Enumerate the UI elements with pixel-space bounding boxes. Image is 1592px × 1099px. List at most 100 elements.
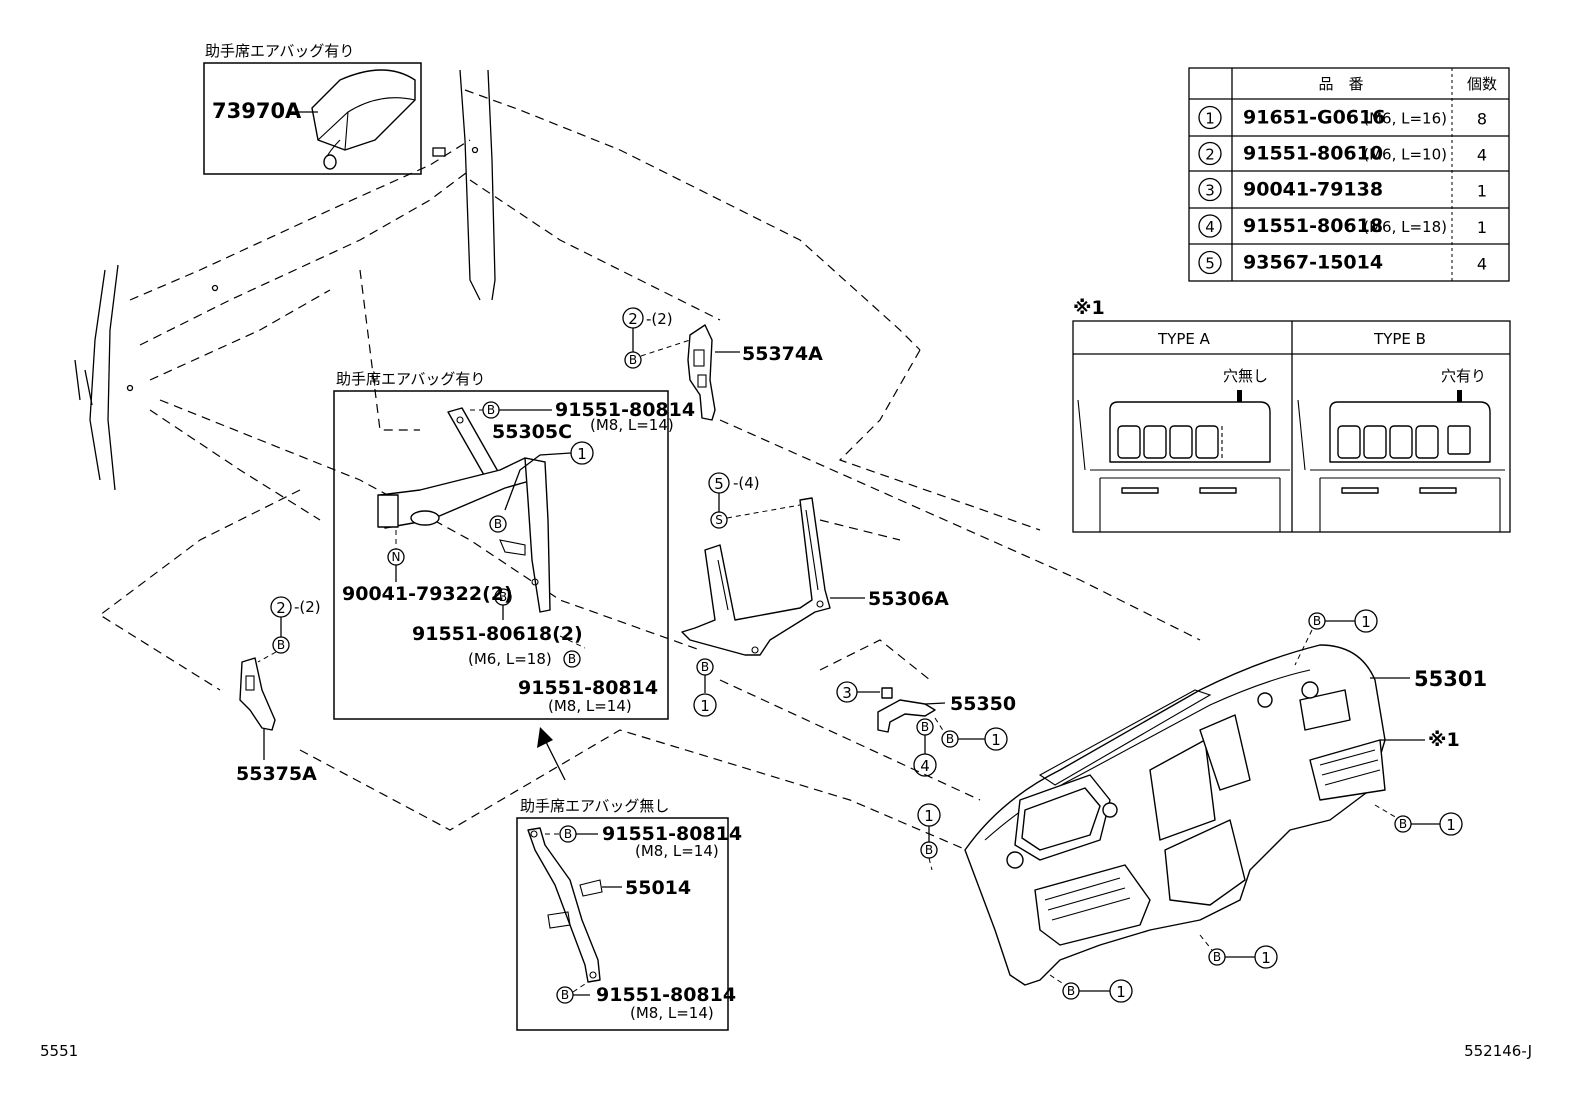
marker-b-55375A: B [272,636,290,654]
svg-text:B: B [1067,984,1075,998]
marker-1-55301-bottom: 1 [1254,945,1278,969]
svg-text:B: B [564,827,572,841]
body-frame-outline [74,69,1201,861]
type-a-heading: TYPE A [1157,330,1211,348]
callout4-part: 91551-80814 [518,677,658,699]
marker-1-55306A: 1 [693,693,717,717]
marker-b-55305C-bottom: B [563,650,581,668]
qty-55374A: -(2) [646,310,673,328]
reinforcement-55305C-drawing [377,407,551,613]
reinforcement-55014-drawing [527,827,603,983]
fastener-qty: 4 [1477,146,1487,165]
svg-text:B: B [629,353,637,367]
bracket-55350-drawing [877,687,936,733]
fastener-qty: 1 [1477,182,1487,201]
callout6-part: 91551-80814 [596,984,736,1006]
fastener-number-circle [1198,141,1222,166]
svg-text:B: B [946,732,954,746]
reinforcement-55305C-box [333,390,669,720]
airbag-with-heading: 助手席エアバッグ有り [205,42,354,60]
fastener-spec: (M6, L=16) [1363,110,1447,128]
fastener-number: 3 [1205,182,1215,200]
table-header-qty: 個数 [1467,75,1497,93]
fastener-spec: (M6, L=18) [1363,218,1447,236]
part-55305C: 55305C [492,421,572,443]
callout1-spec: (M8, L=14) [590,416,674,434]
qty-55375A: -(2) [294,598,321,616]
fastener-row: 5 93567-15014 4 [1198,250,1487,275]
reinforcement-55014-box [516,817,729,1031]
svg-text:1: 1 [991,731,1001,749]
fastener-number-circle [1198,214,1222,238]
svg-text:2: 2 [628,310,638,328]
callout1-part: 91551-80814 [555,399,695,421]
fastener-part-number: 91651-G0616 [1243,107,1385,129]
svg-text:3: 3 [842,684,852,702]
svg-text:N: N [392,550,401,564]
svg-text:1: 1 [700,697,710,715]
marker-2-55375A: 2 [270,596,292,618]
fastener-qty: 4 [1477,255,1487,274]
callout6-spec: (M8, L=14) [630,1004,714,1022]
svg-text:B: B [499,590,507,604]
page-code-left: 5551 [40,1042,78,1060]
part-73970A: 73970A [212,99,302,123]
airbag-module-drawing [311,69,416,170]
marker-b-55350-b: B [941,730,959,748]
callout4-spec: (M8, L=14) [548,697,632,715]
airbag-module-box [203,62,422,175]
svg-text:B: B [1213,950,1221,964]
marker-b-55301-bottom: B [1208,948,1226,966]
marker-b-55306A: B [696,658,714,676]
marker-1-55301-bottom-left: 1 [1109,979,1133,1003]
marker-1-55350: 1 [984,727,1008,751]
fastener-number-circle [1198,250,1222,275]
table-header-part-no: 品 番 [1318,75,1363,93]
svg-text:B: B [701,660,709,674]
fastener-number: 1 [1205,110,1215,128]
marker-b-55301-right: B [1394,815,1412,833]
svg-text:1: 1 [1361,613,1371,631]
callout5-part: 91551-80814 [602,823,742,845]
fastener-spec: (M6, L=10) [1363,146,1447,164]
svg-text:B: B [561,988,569,1002]
part-55375A: 55375A [236,763,317,785]
svg-text:B: B [568,652,576,666]
marker-b-55014-top: B [559,825,577,843]
part-55306A: 55306A [868,588,949,610]
marker-b-55350-a: B [916,718,934,736]
type-table-ref-mark: ※1 [1073,297,1105,319]
part-55350: 55350 [950,693,1016,715]
airbag-with-heading-2: 助手席エアバッグ有り [336,370,485,388]
fastener-part-number: 93567-15014 [1243,252,1383,274]
callout3-part: 91551-80618(2) [412,623,583,645]
instrument-panel-55301-drawing [964,644,1386,986]
marker-3-55350: 3 [836,681,858,703]
fastener-qty: 1 [1477,218,1487,237]
fastener-part-number: 90041-79138 [1243,179,1383,201]
marker-b-55014-bottom: B [556,986,574,1004]
svg-text:1: 1 [924,807,934,825]
fastener-part-number: 91551-80618 [1243,215,1383,237]
qty-55306A: -(4) [733,474,760,492]
marker-s-55306A: S [710,511,728,529]
fastener-number-circle [1198,177,1222,202]
svg-text:1: 1 [1446,816,1456,834]
marker-b-55305C-top: B [482,401,500,419]
marker-b-55305C-mid: B [489,515,507,533]
part-55014: 55014 [625,877,691,899]
svg-text:S: S [715,513,723,527]
type-b-heading: TYPE B [1373,330,1426,348]
fastener-number-circle [1198,105,1222,130]
marker-b-55301-bottom-left: B [1062,982,1080,1000]
marker-1-55301-right: 1 [1439,812,1463,836]
svg-text:1: 1 [577,445,587,463]
fastener-number: 2 [1205,146,1215,164]
bracket-55375A-drawing [239,657,276,731]
marker-b-55301-left: B [920,841,938,859]
fastener-number: 5 [1205,255,1215,273]
marker-1-55301-top: 1 [1354,609,1378,633]
